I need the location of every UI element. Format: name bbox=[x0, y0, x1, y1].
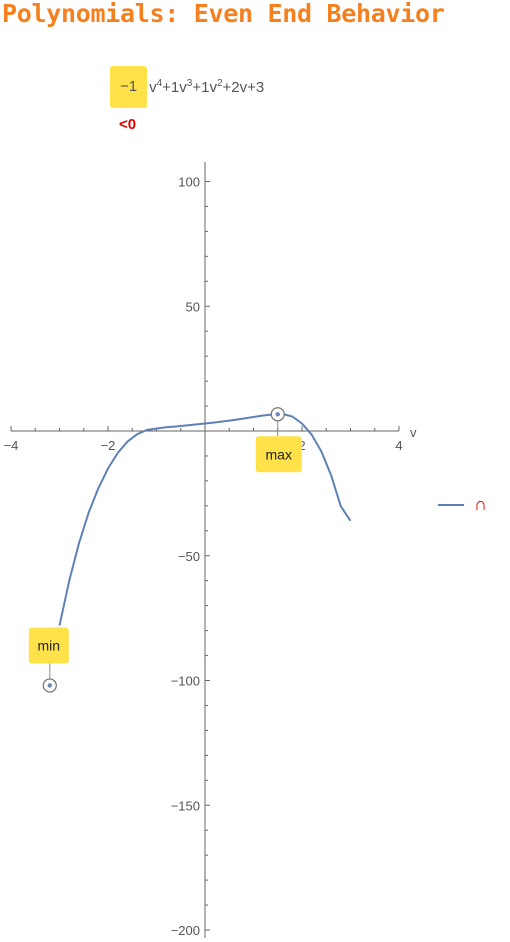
leading-coefficient[interactable]: −1 bbox=[110, 66, 148, 108]
legend-swatch bbox=[438, 503, 464, 506]
y-tick-label: −100 bbox=[171, 674, 200, 689]
term-2-base: +1v bbox=[162, 79, 187, 96]
x-tick-label: 2 bbox=[298, 438, 305, 453]
term-1-base: v bbox=[149, 79, 157, 96]
term-3-base: +1v bbox=[192, 79, 217, 96]
y-tick-label: 100 bbox=[178, 175, 200, 190]
min-callout-box bbox=[28, 627, 69, 664]
y-tick-label: −50 bbox=[178, 549, 200, 564]
y-tick-label: −200 bbox=[171, 923, 200, 938]
max-callout-box bbox=[255, 436, 302, 473]
x-tick-label: 4 bbox=[395, 438, 402, 453]
max-marker-dot bbox=[275, 412, 280, 417]
max-label: max bbox=[266, 446, 292, 462]
coefficient-sign-label: <0 bbox=[119, 116, 137, 133]
term-4-base: +2v+3 bbox=[222, 79, 265, 96]
min-label: min bbox=[38, 637, 61, 653]
term-2-exponent: 3 bbox=[186, 78, 193, 89]
x-tick-label: −2 bbox=[101, 438, 116, 453]
page-title: Polynomials: Even End Behavior bbox=[2, 0, 445, 28]
term-3-exponent: 2 bbox=[216, 78, 223, 89]
polynomial-expression: v4+1v3+1v2+2v+3 bbox=[149, 78, 264, 96]
polynomial-formula: −1 v4+1v3+1v2+2v+3 bbox=[110, 66, 264, 108]
min-marker-dot bbox=[47, 683, 52, 688]
plot-legend: ∩ bbox=[438, 494, 487, 515]
x-tick-label: −4 bbox=[4, 438, 19, 453]
term-1-exponent: 4 bbox=[156, 78, 163, 89]
legend-label: ∩ bbox=[474, 494, 487, 514]
function-curve bbox=[58, 413, 352, 626]
y-tick-label: −150 bbox=[171, 798, 200, 813]
y-tick-label: 50 bbox=[186, 299, 200, 314]
x-axis-label: v bbox=[410, 425, 417, 440]
